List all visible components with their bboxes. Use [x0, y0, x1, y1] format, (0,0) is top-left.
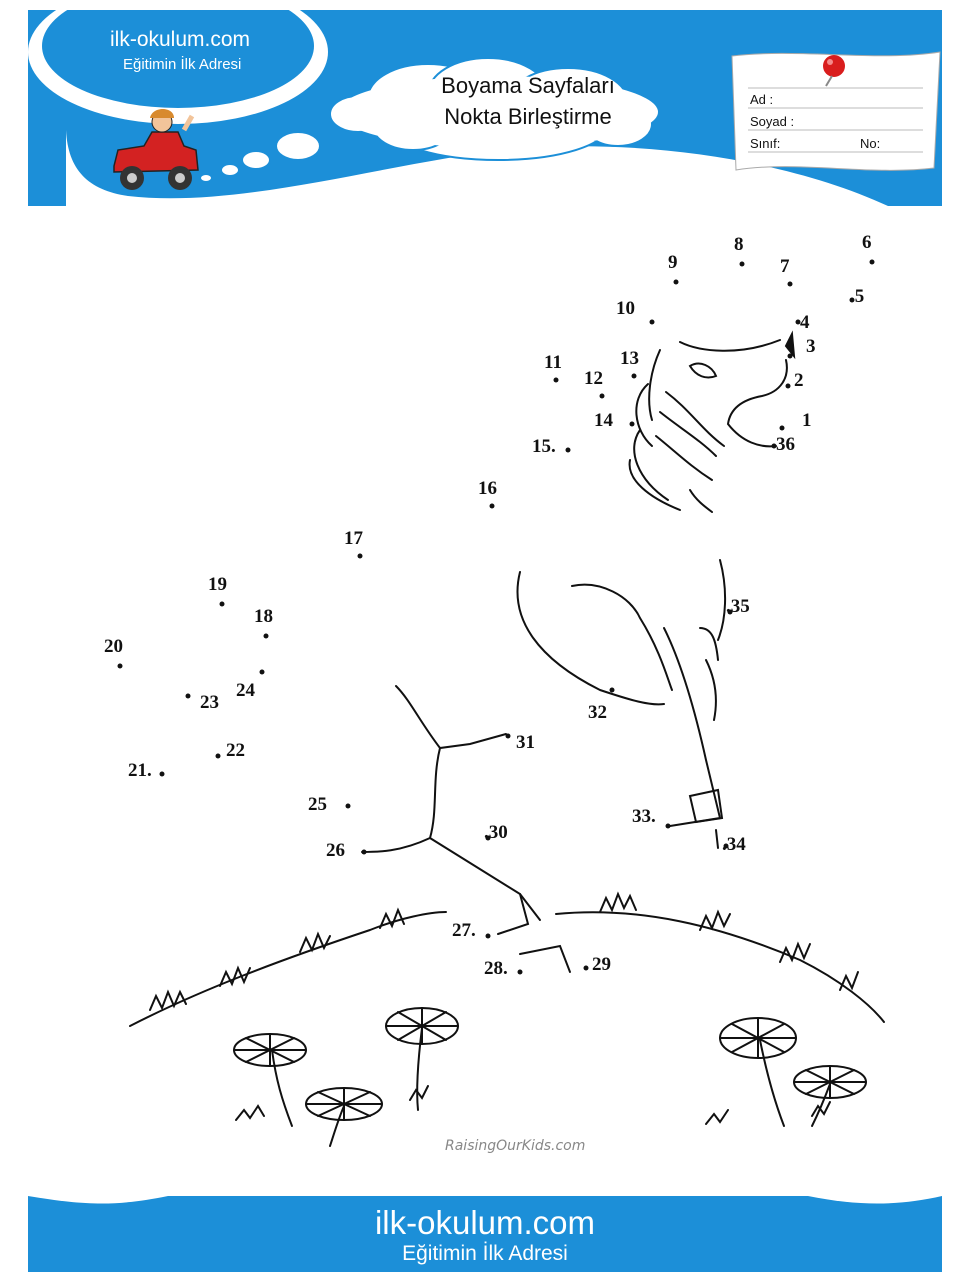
worksheet-title: Boyama Sayfaları Nokta Birleştirme [398, 70, 658, 132]
leg-left [395, 685, 530, 935]
dot-label: 27. [452, 920, 476, 941]
paper-note [731, 51, 941, 171]
leg-left-foot [361, 837, 431, 853]
footer-subtitle: Eğitimin İlk Adresi [402, 1242, 568, 1265]
dot-label: 23 [200, 692, 219, 713]
flower-2 [385, 1007, 459, 1111]
dot-label: 6 [862, 232, 872, 253]
foot-right [688, 788, 724, 824]
logo-subtitle: Eğitimin İlk Adresi [123, 56, 242, 73]
sinif-label: Sınıf: [750, 136, 781, 151]
eye [688, 362, 718, 379]
beak-line [726, 359, 788, 448]
neck-hatching [655, 391, 725, 513]
dot-label: 33. [632, 806, 656, 827]
car-driver-illustration [113, 109, 199, 190]
soyad-label: Soyad : [750, 114, 795, 129]
leg-right [663, 627, 722, 827]
dot-label: 25 [308, 794, 327, 815]
dot-label: 20 [104, 636, 123, 657]
dot-label: 19 [208, 574, 227, 595]
dot-label: 16 [478, 478, 497, 499]
dot-label: 11 [544, 352, 562, 373]
dot-label: 29 [592, 954, 611, 975]
dot-label: .30 [484, 822, 508, 843]
neck-feathers [628, 349, 681, 511]
dot-label: 7 [780, 256, 790, 277]
dot-label: 21. [128, 760, 152, 781]
dot-label: 31 [516, 732, 535, 753]
dot-label: 28. [484, 958, 508, 979]
grass-blades [149, 891, 859, 1011]
dot-label: 9 [668, 252, 678, 273]
dot-label: 32 [588, 702, 607, 723]
footer-wave [28, 1196, 942, 1204]
flower-5 [793, 1065, 867, 1127]
claw-29 [519, 944, 571, 973]
dot-label: 15. [532, 436, 556, 457]
flower-4 [719, 1017, 797, 1127]
dot-label: 12 [584, 368, 603, 389]
pushpin-icon [823, 55, 845, 87]
flower-grass [235, 1085, 831, 1125]
logo-title[interactable]: ilk-okulum.com [110, 28, 251, 51]
numbered-dots [117, 259, 875, 975]
dot-label: .5 [850, 286, 865, 307]
source-credit: RaisingOurKids.com [445, 1138, 586, 1154]
head-top-line [679, 339, 781, 352]
ad-label: Ad : [750, 92, 774, 107]
leg-left-claw [519, 893, 541, 921]
flower-3 [305, 1087, 383, 1147]
wing-lower [516, 571, 665, 706]
dot-label: 13 [620, 348, 639, 369]
claw-right [715, 829, 719, 849]
dot-label: 4 [800, 312, 810, 333]
dot-label: 18 [254, 606, 273, 627]
thought-cloud [199, 57, 658, 183]
grass-left [129, 911, 447, 1027]
dot-label: 2 [794, 370, 804, 391]
dot-label: 24 [236, 680, 255, 701]
dot-label: 22 [226, 740, 245, 761]
dot-label: 10 [616, 298, 635, 319]
grass-right [555, 911, 885, 1023]
title-line-1: Boyama Sayfaları [441, 73, 615, 98]
tail-feathers [699, 559, 727, 721]
flower-1 [233, 1033, 307, 1127]
comb-tip [784, 330, 796, 360]
dot-label: .35 [726, 596, 750, 617]
dot-label: 8 [734, 234, 744, 255]
dot-label: .34 [722, 834, 746, 855]
dot-label: 1 [802, 410, 812, 431]
footer-title[interactable]: ilk-okulum.com [374, 1204, 596, 1241]
footer-banner: ilk-okulum.com Eğitimin İlk Adresi [28, 1196, 942, 1272]
dot-label: 17 [344, 528, 363, 549]
dot-label: 36 [776, 434, 795, 455]
dot-label: 3 [806, 336, 816, 357]
wing-upper [571, 583, 673, 691]
no-label: No: [860, 136, 881, 151]
name-card: Ad : Soyad : Sınıf: No: [728, 48, 943, 176]
header-banner: ilk-okulum.com Eğitimin İlk Adresi Boyam… [28, 10, 942, 206]
title-line-2: Nokta Birleştirme [444, 104, 612, 129]
dot-label: 14 [594, 410, 613, 431]
dot-label: 26 [326, 840, 345, 861]
